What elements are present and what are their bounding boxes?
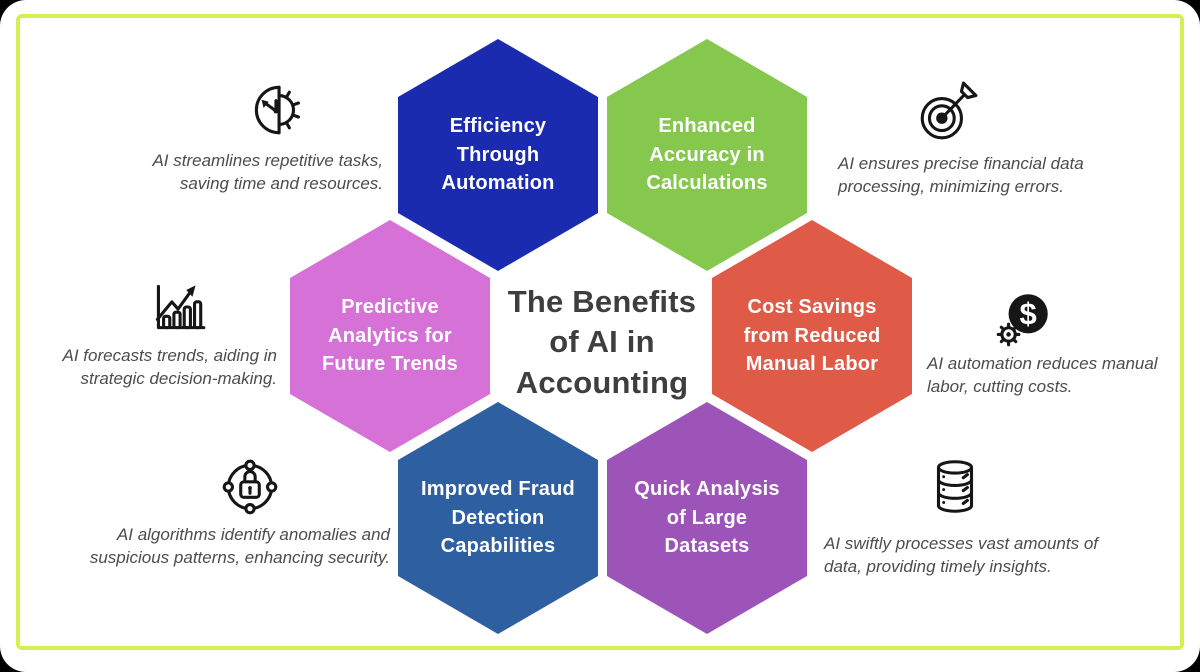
hexagon-label: Quick Analysis of Large Datasets bbox=[634, 478, 780, 558]
note-caption-efficiency: AI streamlines repetitive tasks, saving … bbox=[152, 151, 383, 194]
svg-text:$: $ bbox=[1020, 296, 1037, 331]
database-icon bbox=[936, 460, 974, 513]
note-caption-accuracy: AI ensures precise financial data proces… bbox=[838, 154, 1084, 197]
hexagon-label: Improved Fraud Detection Capabilities bbox=[421, 478, 575, 558]
note-caption-cost-savings: AI automation reduces manual labor, cutt… bbox=[927, 354, 1158, 397]
hexagon-label: Cost Savings from Reduced Manual Labor bbox=[743, 296, 881, 376]
note-caption-predictive: AI forecasts trends, aiding in strategic… bbox=[62, 346, 277, 389]
note-caption-datasets: AI swiftly processes vast amounts of dat… bbox=[824, 534, 1098, 577]
trend-chart-icon bbox=[155, 284, 206, 330]
hexagon-label: Efficiency Through Automation bbox=[441, 115, 555, 195]
target-dart-icon bbox=[920, 81, 978, 140]
page-title: The Benefits of AI in Accounting bbox=[507, 284, 697, 400]
note-caption-fraud: AI algorithms identify anomalies and sus… bbox=[89, 525, 390, 568]
hexagon-label: Predictive Analytics for Future Trends bbox=[322, 296, 458, 376]
lock-orbit-icon bbox=[222, 459, 278, 515]
hexagon-label: Enhanced Accuracy in Calculations bbox=[646, 115, 768, 195]
clock-gear-icon bbox=[254, 85, 300, 135]
dollar-gear-icon: $ bbox=[996, 294, 1048, 347]
